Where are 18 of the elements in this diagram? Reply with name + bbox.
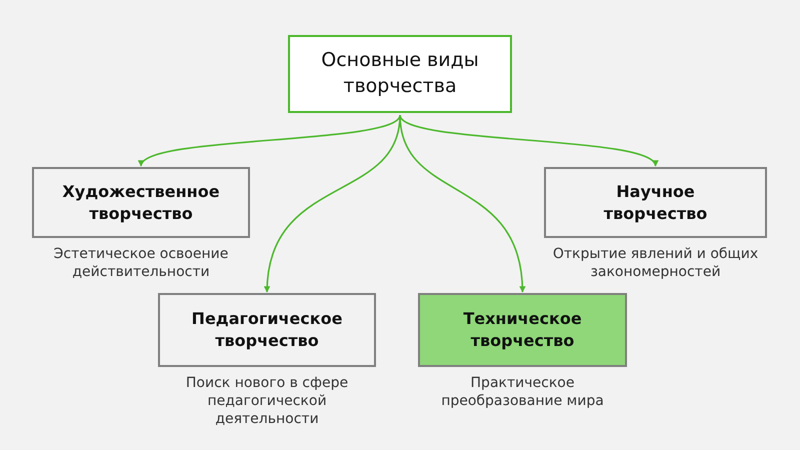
arrow (264, 114, 401, 293)
category-box (544, 167, 767, 238)
box-label: Педагогическое творчество (190, 308, 344, 352)
description-text: Поиск нового в сфере педагогической деятельности (184, 374, 350, 429)
arrow (140, 114, 401, 167)
category-box (418, 293, 627, 367)
arrow (399, 114, 656, 167)
category-box (32, 167, 250, 238)
category-box (158, 293, 376, 367)
box-label: Техническое творчество (462, 308, 583, 352)
box-label: Основные виды творчества (320, 48, 480, 99)
description-text: Практическое преобразование мира (440, 374, 605, 410)
box-label: Научное творчество (602, 180, 708, 224)
title-box (288, 35, 512, 113)
arrow (399, 114, 526, 293)
description-text: Открытие явлений и общих закономерностей (552, 245, 760, 282)
description-text: Эстетическое освоение действительности (52, 245, 230, 282)
box-label: Художественное творчество (61, 180, 221, 224)
